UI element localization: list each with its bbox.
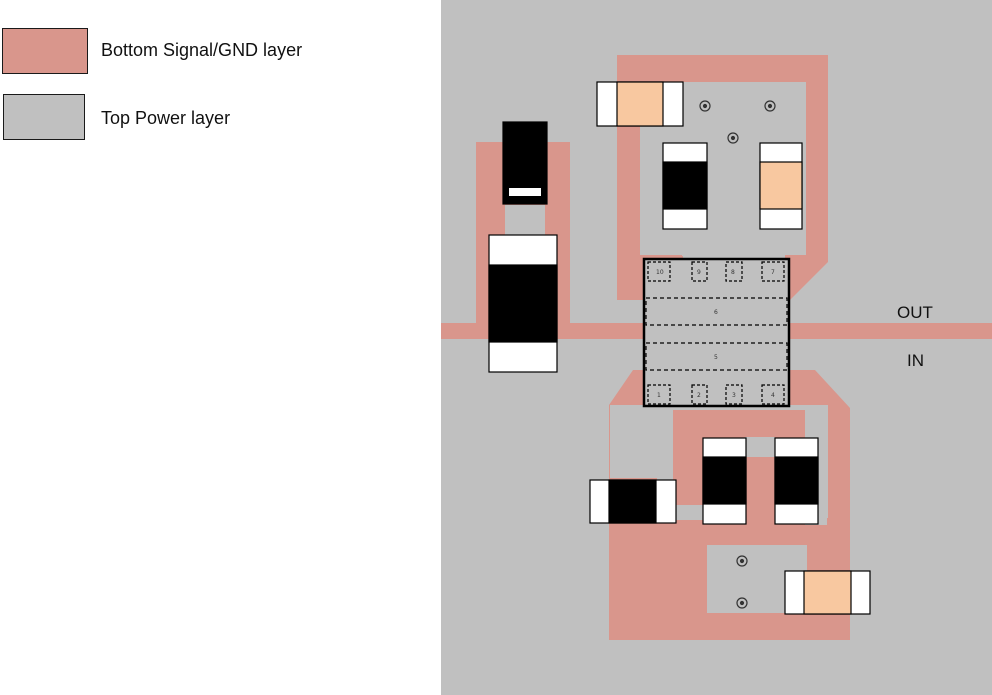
ic-pin-label-4: 4 — [771, 392, 775, 399]
net-label-in: IN — [907, 351, 924, 370]
ic-pin-2 — [691, 384, 708, 405]
ic-package: 6 5 10 9 8 7 1 2 3 4 — [642, 257, 791, 408]
resistor-lower-middle — [702, 437, 747, 525]
resistor-upper — [662, 142, 708, 230]
legend-label-power: Top Power layer — [101, 108, 231, 128]
legend-swatch-power — [3, 94, 85, 140]
ic-pin-1 — [647, 384, 671, 405]
via — [727, 132, 739, 144]
net-label-out: OUT — [897, 303, 933, 322]
ic-pad-5 — [645, 342, 788, 371]
ic-pad-label-6: 6 — [714, 309, 718, 316]
vias — [699, 100, 776, 609]
via — [736, 597, 748, 609]
legend-swatch-signal-gnd — [2, 28, 88, 74]
via — [736, 555, 748, 567]
legend-label-signal-gnd: Bottom Signal/GND layer — [101, 40, 303, 60]
capacitor-top — [596, 81, 684, 127]
ic-pin-label-9: 9 — [697, 269, 701, 276]
capacitor-bottom — [784, 570, 871, 615]
ic-pin-label-10: 10 — [656, 269, 664, 276]
resistor-lower-right — [774, 437, 819, 525]
ic-pin-label-3: 3 — [732, 392, 736, 399]
ic-pin-label-8: 8 — [731, 269, 735, 276]
ic-pin-label-7: 7 — [771, 269, 775, 276]
ic-pin-label-2: 2 — [697, 392, 701, 399]
ic-pin-label-1: 1 — [657, 392, 661, 399]
ic-pin-8 — [725, 261, 743, 282]
component-left-large — [488, 234, 558, 373]
ic-pin-9 — [691, 261, 708, 282]
resistor-lower-left — [589, 479, 677, 524]
ic-pad-6 — [645, 297, 788, 326]
ic-pin-10 — [647, 261, 671, 282]
component-left-small — [502, 121, 548, 205]
ic-pin-7 — [761, 261, 785, 282]
via — [764, 100, 776, 112]
ic-pad-label-5: 5 — [714, 354, 718, 361]
capacitor-upper — [759, 142, 803, 230]
components — [488, 81, 871, 615]
via — [699, 100, 711, 112]
ic-pin-3 — [725, 384, 743, 405]
ic-pin-4 — [761, 384, 785, 405]
